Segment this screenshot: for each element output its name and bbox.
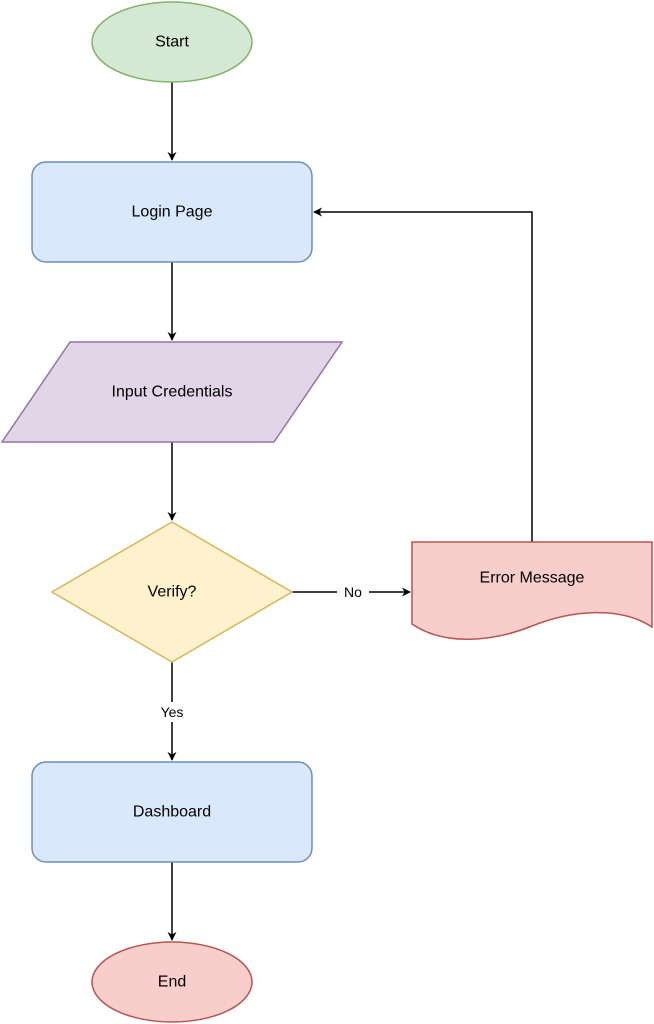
node-dashboard-shape [31, 761, 313, 863]
node-login-page: Login Page [31, 161, 313, 263]
node-start-label: Start [155, 34, 189, 51]
edge-error-to-login [313, 207, 533, 542]
node-end-label: End [158, 974, 186, 991]
node-input-credentials-label: Input Credentials [112, 384, 233, 401]
node-input-credentials-shape [0, 341, 344, 443]
node-error-message-label: Error Message [480, 570, 585, 587]
node-verify: Verify? [50, 521, 294, 663]
node-input-credentials: Input Credentials [0, 341, 344, 443]
node-error-message: Error Message [411, 541, 653, 640]
node-login-page-label: Login Page [132, 204, 213, 221]
node-end-shape [91, 941, 253, 1023]
node-login-page-shape [31, 161, 313, 263]
node-dashboard-label: Dashboard [133, 804, 211, 821]
node-start: Start [91, 1, 253, 83]
node-verify-label: Verify? [148, 584, 197, 601]
node-end: End [91, 941, 253, 1023]
edge-label-no: No [337, 582, 369, 602]
node-verify-shape [50, 521, 294, 663]
node-dashboard: Dashboard [31, 761, 313, 863]
edge-label-no-text: No [344, 584, 362, 600]
edge-label-yes: Yes [152, 702, 192, 722]
edge-label-yes-text: Yes [161, 704, 184, 720]
node-start-shape [91, 1, 253, 83]
node-error-message-shape [411, 541, 653, 640]
